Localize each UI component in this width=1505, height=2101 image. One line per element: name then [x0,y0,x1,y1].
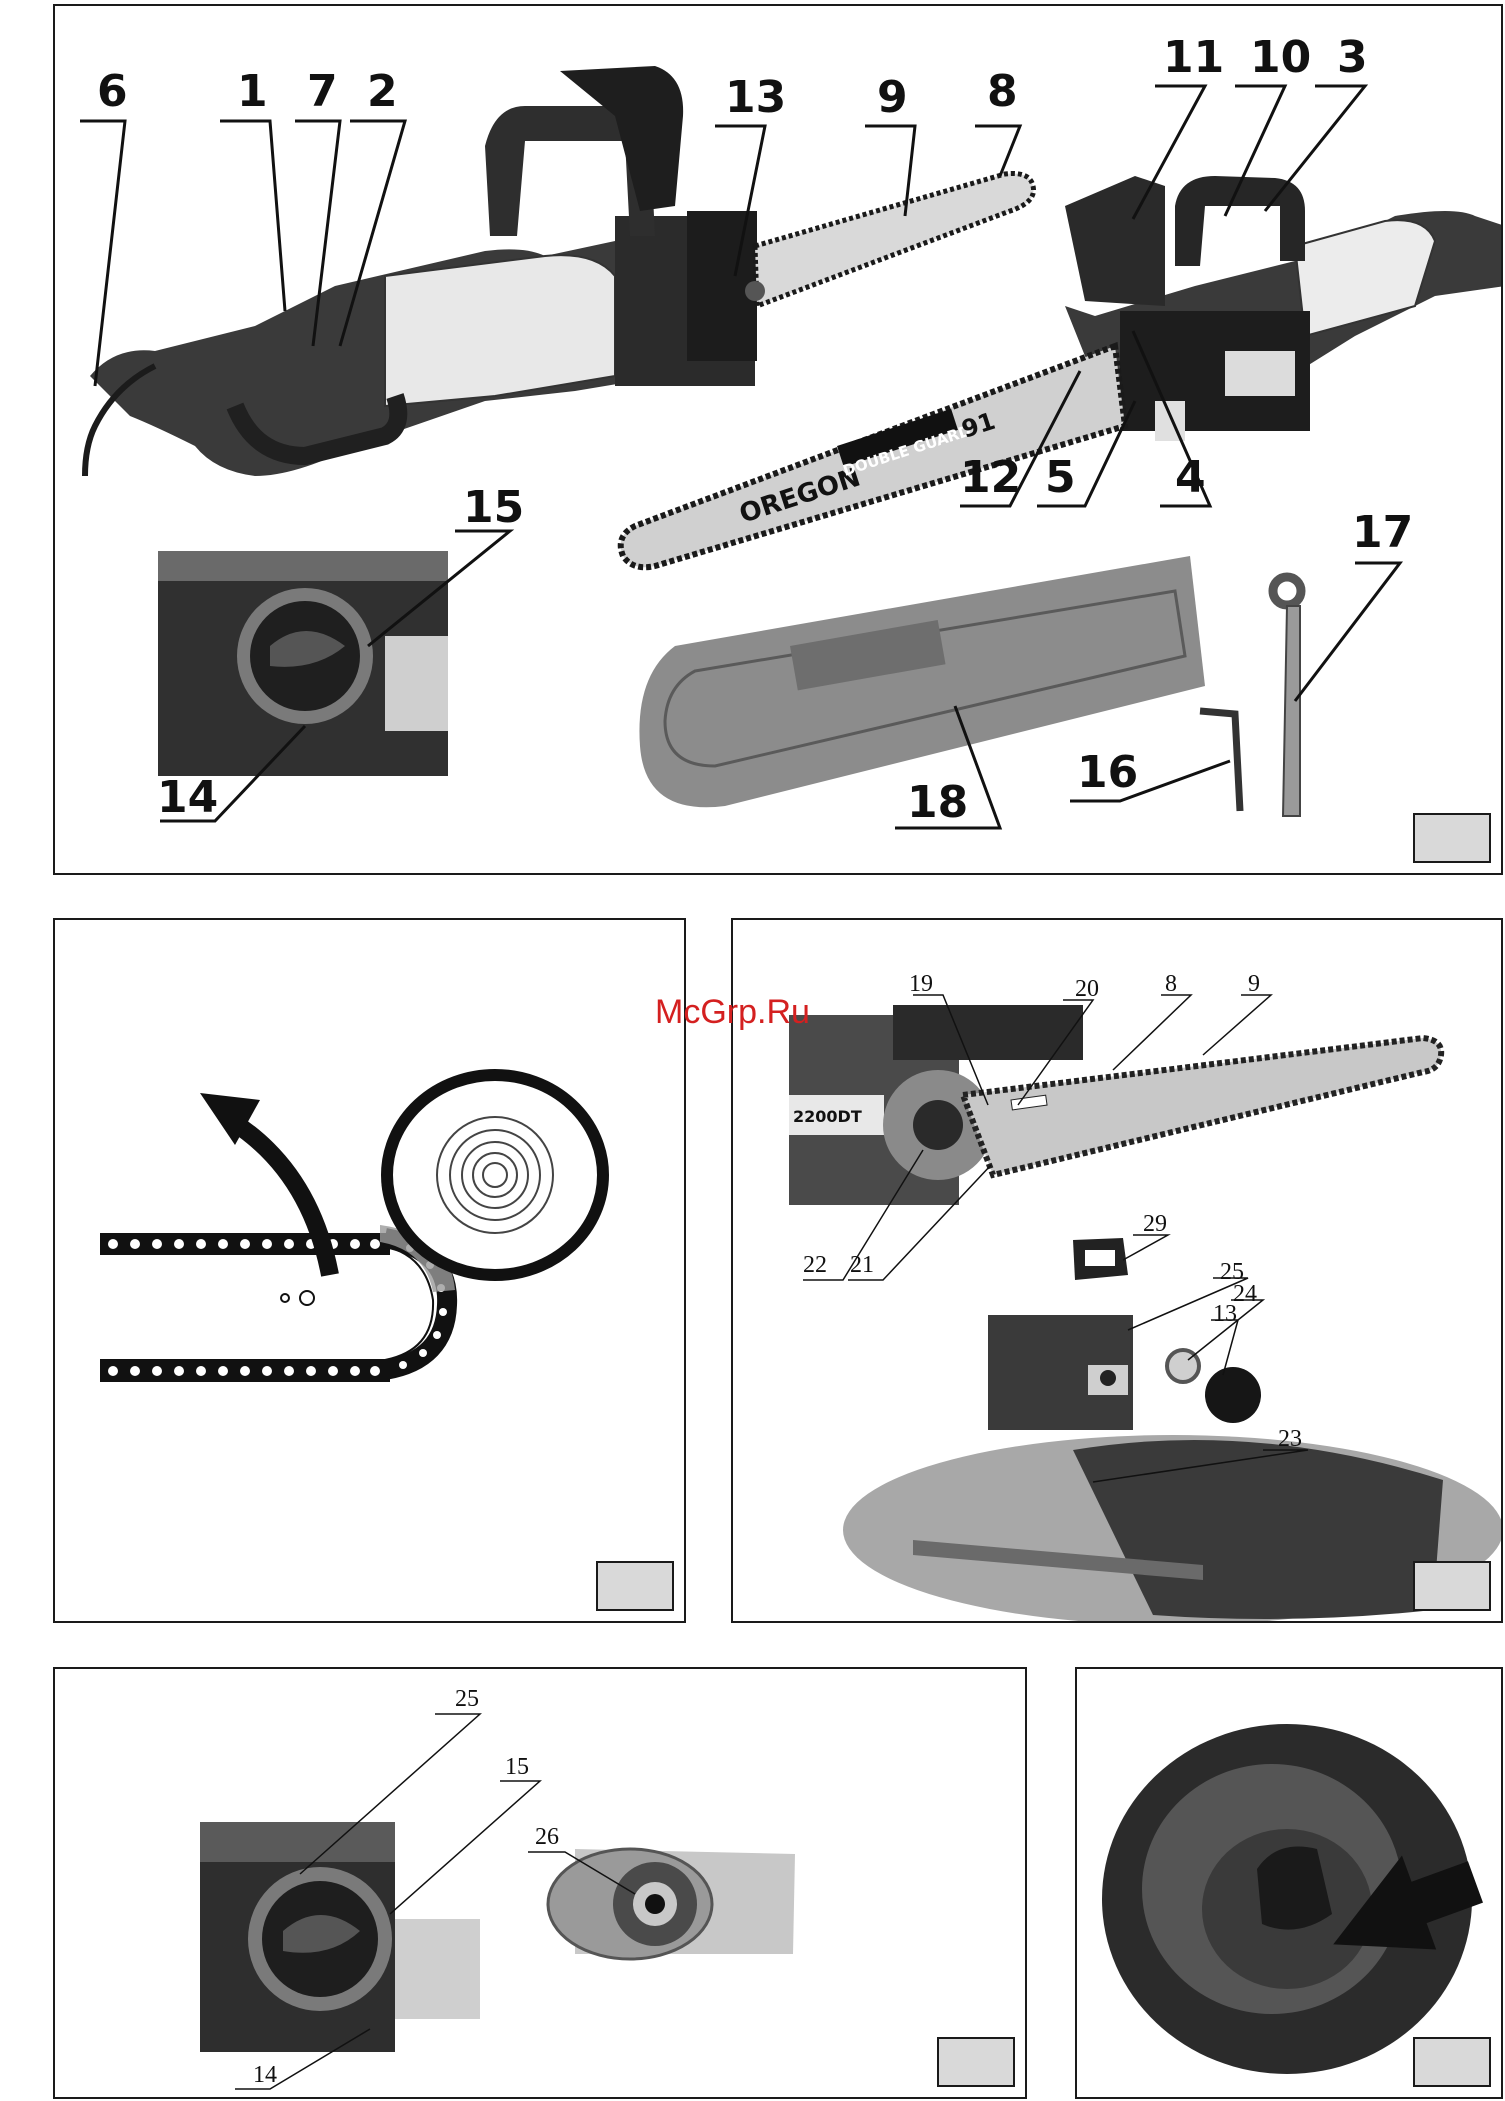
callout-3: 3 [1337,36,1368,80]
callout-13: 13 [725,76,786,120]
hex-key-drawing [1200,711,1240,811]
callout-5: 5 [1045,456,1076,500]
tensioner-detail-illustration [55,1669,1027,2099]
kickback-diagram [55,920,686,1623]
callout-18: 18 [907,781,968,825]
chain-bottom [100,1360,390,1382]
oil-cap-detail-photo [1077,1669,1503,2099]
callout-19: 19 [909,972,933,996]
callout-2: 2 [367,70,398,114]
callout-8: 8 [987,70,1018,114]
tensioner-inset-photo [158,551,448,776]
callout-12: 12 [960,456,1021,500]
callout-15-fig4: 15 [505,1755,529,1779]
figure-1-number-tag [1413,813,1491,863]
callout-16: 16 [1077,751,1138,795]
figure-3-number-tag [1413,1561,1491,1611]
watermark-text: McGrp.Ru [655,993,810,1032]
callout-9-fig3: 9 [1248,972,1260,996]
callout-25-fig4: 25 [455,1687,479,1711]
motor-label: 2200DT [793,1107,862,1126]
figure-2-panel [53,918,686,1623]
figure-1-illustration: OREGON DOUBLE GUARD 91 [55,6,1503,875]
chain-top [100,1233,390,1255]
callout-21: 21 [850,1253,874,1277]
figure-5-panel [1075,1667,1503,2099]
callout-1: 1 [237,70,268,114]
callout-23: 23 [1278,1427,1302,1451]
figure-4-panel: 25 15 26 14 [53,1667,1027,2099]
figure-2-number-tag [596,1561,674,1611]
callout-9: 9 [877,76,908,120]
figure-3-panel: 2200DT [731,918,1503,1623]
figure-4-number-tag [937,2037,1015,2087]
callout-10: 10 [1250,36,1311,80]
callout-22: 22 [803,1253,827,1277]
callout-8-fig3: 8 [1165,972,1177,996]
callout-13-fig3: 13 [1213,1302,1237,1326]
callout-14: 14 [157,776,218,820]
figure-1-panel: OREGON DOUBLE GUARD 91 [53,4,1503,875]
callout-4: 4 [1175,456,1206,500]
callout-20: 20 [1075,977,1099,1001]
callout-7: 7 [307,70,338,114]
callout-17: 17 [1352,511,1413,555]
chain-assembly-illustration: 2200DT [733,920,1503,1623]
callout-11: 11 [1163,36,1224,80]
callout-15: 15 [463,486,524,530]
figure-5-number-tag [1413,2037,1491,2087]
callout-26: 26 [535,1825,559,1849]
callout-14-fig4: 14 [253,2063,277,2087]
callout-29: 29 [1143,1212,1167,1236]
inset-allen-key-photo [843,1435,1503,1623]
callout-6: 6 [97,70,128,114]
log-cross-section [387,1075,603,1275]
